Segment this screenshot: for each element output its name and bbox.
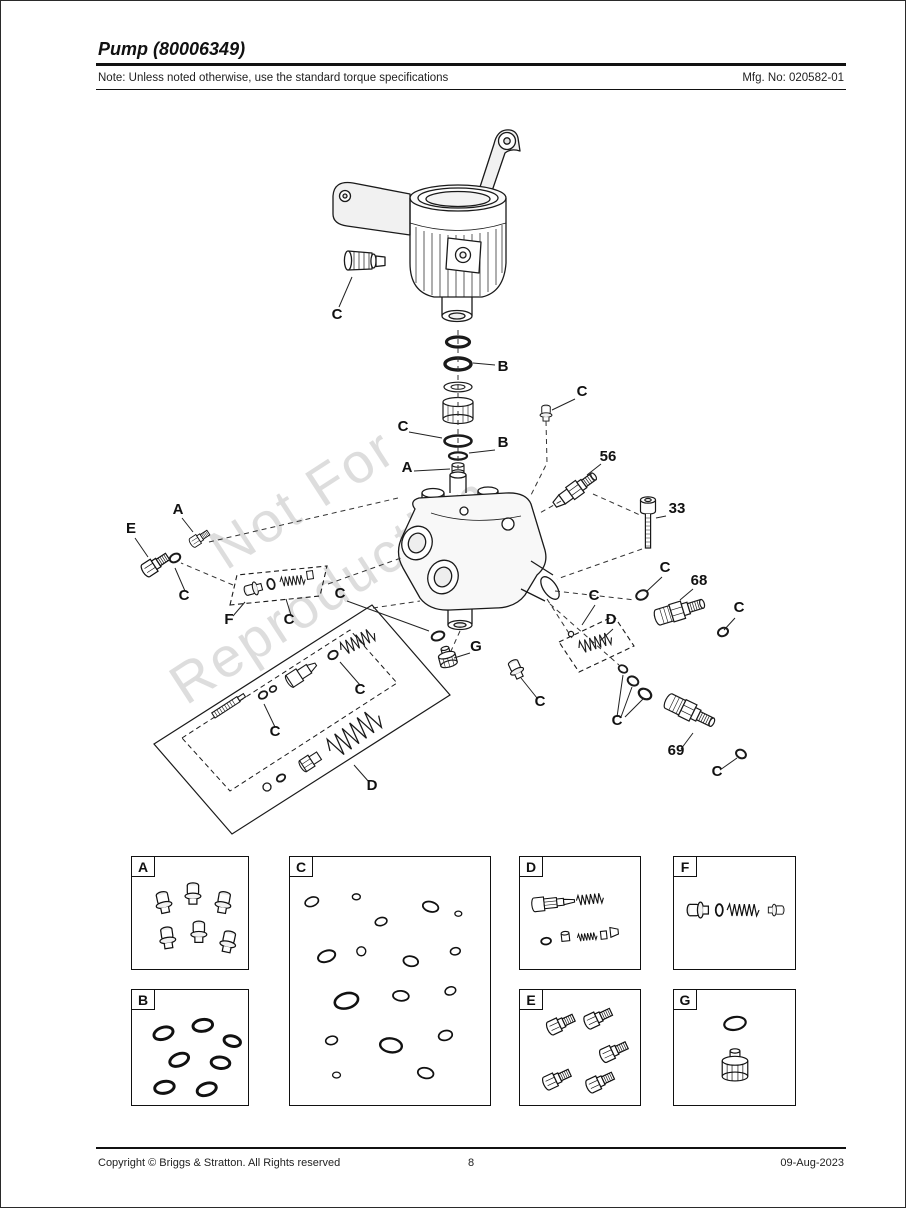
callout-c-oring-outlet: C: [660, 559, 671, 576]
torque-note: Note: Unless noted otherwise, use the st…: [98, 72, 449, 84]
callout-b-seal-lower: B: [498, 434, 509, 451]
callout-33: 33: [669, 500, 686, 517]
callout-c-oring-68: C: [734, 599, 745, 616]
callout-68: 68: [691, 572, 708, 589]
callout-c-plug-bottom: C: [535, 693, 546, 710]
kit-panel-c-label: C: [290, 857, 313, 877]
valve-56-part: [552, 472, 598, 508]
header-note-row: Note: Unless noted otherwise, use the st…: [98, 72, 844, 84]
callout-c-housing-fitting: C: [332, 306, 343, 323]
leader-lines: [134, 276, 738, 783]
callout-c-orings-69: C: [612, 712, 623, 729]
callout-f: F: [224, 611, 233, 628]
callout-g: G: [470, 638, 482, 655]
kit-panel-b-label: B: [132, 990, 155, 1010]
callout-c-oring-f: C: [284, 611, 295, 628]
footer-row: Copyright © Briggs & Stratton. All Right…: [98, 1157, 844, 1169]
callout-a-left: A: [173, 501, 184, 518]
kit-panel-b: B: [131, 989, 249, 1106]
kit-panel-a: A: [131, 856, 249, 970]
plug-g-part: [430, 630, 458, 669]
pump-manifold: [397, 471, 560, 631]
kit-f-group: [229, 565, 328, 606]
kit-panel-e: E: [519, 989, 641, 1106]
callout-b-seal-upper: B: [498, 358, 509, 375]
kit-d-right-group: [558, 615, 635, 673]
callout-c-unloader: C: [355, 681, 366, 698]
callout-c-oring-e: C: [179, 587, 190, 604]
mfg-number: Mfg. No: 020582-01: [742, 72, 844, 84]
page-title: Pump (80006349): [98, 39, 246, 59]
callout-69: 69: [668, 742, 685, 759]
kit-panel-d: D: [519, 856, 641, 970]
kit-f-drawing: [686, 901, 785, 919]
footer-rule: [96, 1147, 846, 1149]
fitting-68-group: [635, 589, 730, 638]
callout-c-oring-g: C: [335, 585, 346, 602]
kit-panel-f: F: [673, 856, 796, 970]
callout-d-right: D: [606, 611, 617, 628]
fitting-69-group: [617, 664, 747, 760]
callout-d-left: D: [367, 777, 378, 794]
kit-g-drawing: [721, 1015, 749, 1082]
plug-part-top-right: [539, 404, 553, 422]
copyright-text: Copyright © Briggs & Stratton. All Right…: [98, 1157, 341, 1169]
kit-panel-g: G: [673, 989, 796, 1106]
callout-c-oring-stack: C: [398, 418, 409, 435]
callout-c-oring-stem: C: [270, 723, 281, 740]
kit-e-a-parts: [138, 527, 212, 579]
callout-e: E: [126, 520, 136, 537]
kit-panel-a-label: A: [132, 857, 155, 877]
header-rule-thin: [96, 89, 846, 90]
pump-housing: [332, 129, 521, 323]
plug-part-bottom: [505, 657, 527, 682]
callout-c-oring-d: C: [589, 587, 600, 604]
kit-panel-e-label: E: [520, 990, 543, 1010]
callout-56: 56: [600, 448, 617, 465]
kit-b-drawing: [152, 1017, 242, 1098]
header-rule-thick: [96, 63, 846, 66]
kit-panel-d-label: D: [520, 857, 543, 877]
footer-date: 09-Aug-2023: [780, 1157, 844, 1169]
kit-c-drawing: [304, 893, 463, 1080]
callout-a-stack: A: [402, 459, 413, 476]
callout-c-oring-69: C: [712, 763, 723, 780]
callout-labels: C B C C B A 56 33 A E C F C C C 68 C D C…: [126, 306, 745, 794]
bolt-33-part: [639, 496, 657, 549]
kit-panel-g-label: G: [674, 990, 697, 1010]
callout-c-plug-top-right: C: [577, 383, 588, 400]
kit-panel-f-label: F: [674, 857, 697, 877]
assembly-axis-lines: [180, 330, 643, 666]
kit-d-drawing: [531, 892, 620, 946]
kit-panel-c: C: [289, 856, 491, 1106]
page-number: 8: [467, 1157, 475, 1169]
unloader-kit-group: [153, 604, 451, 835]
